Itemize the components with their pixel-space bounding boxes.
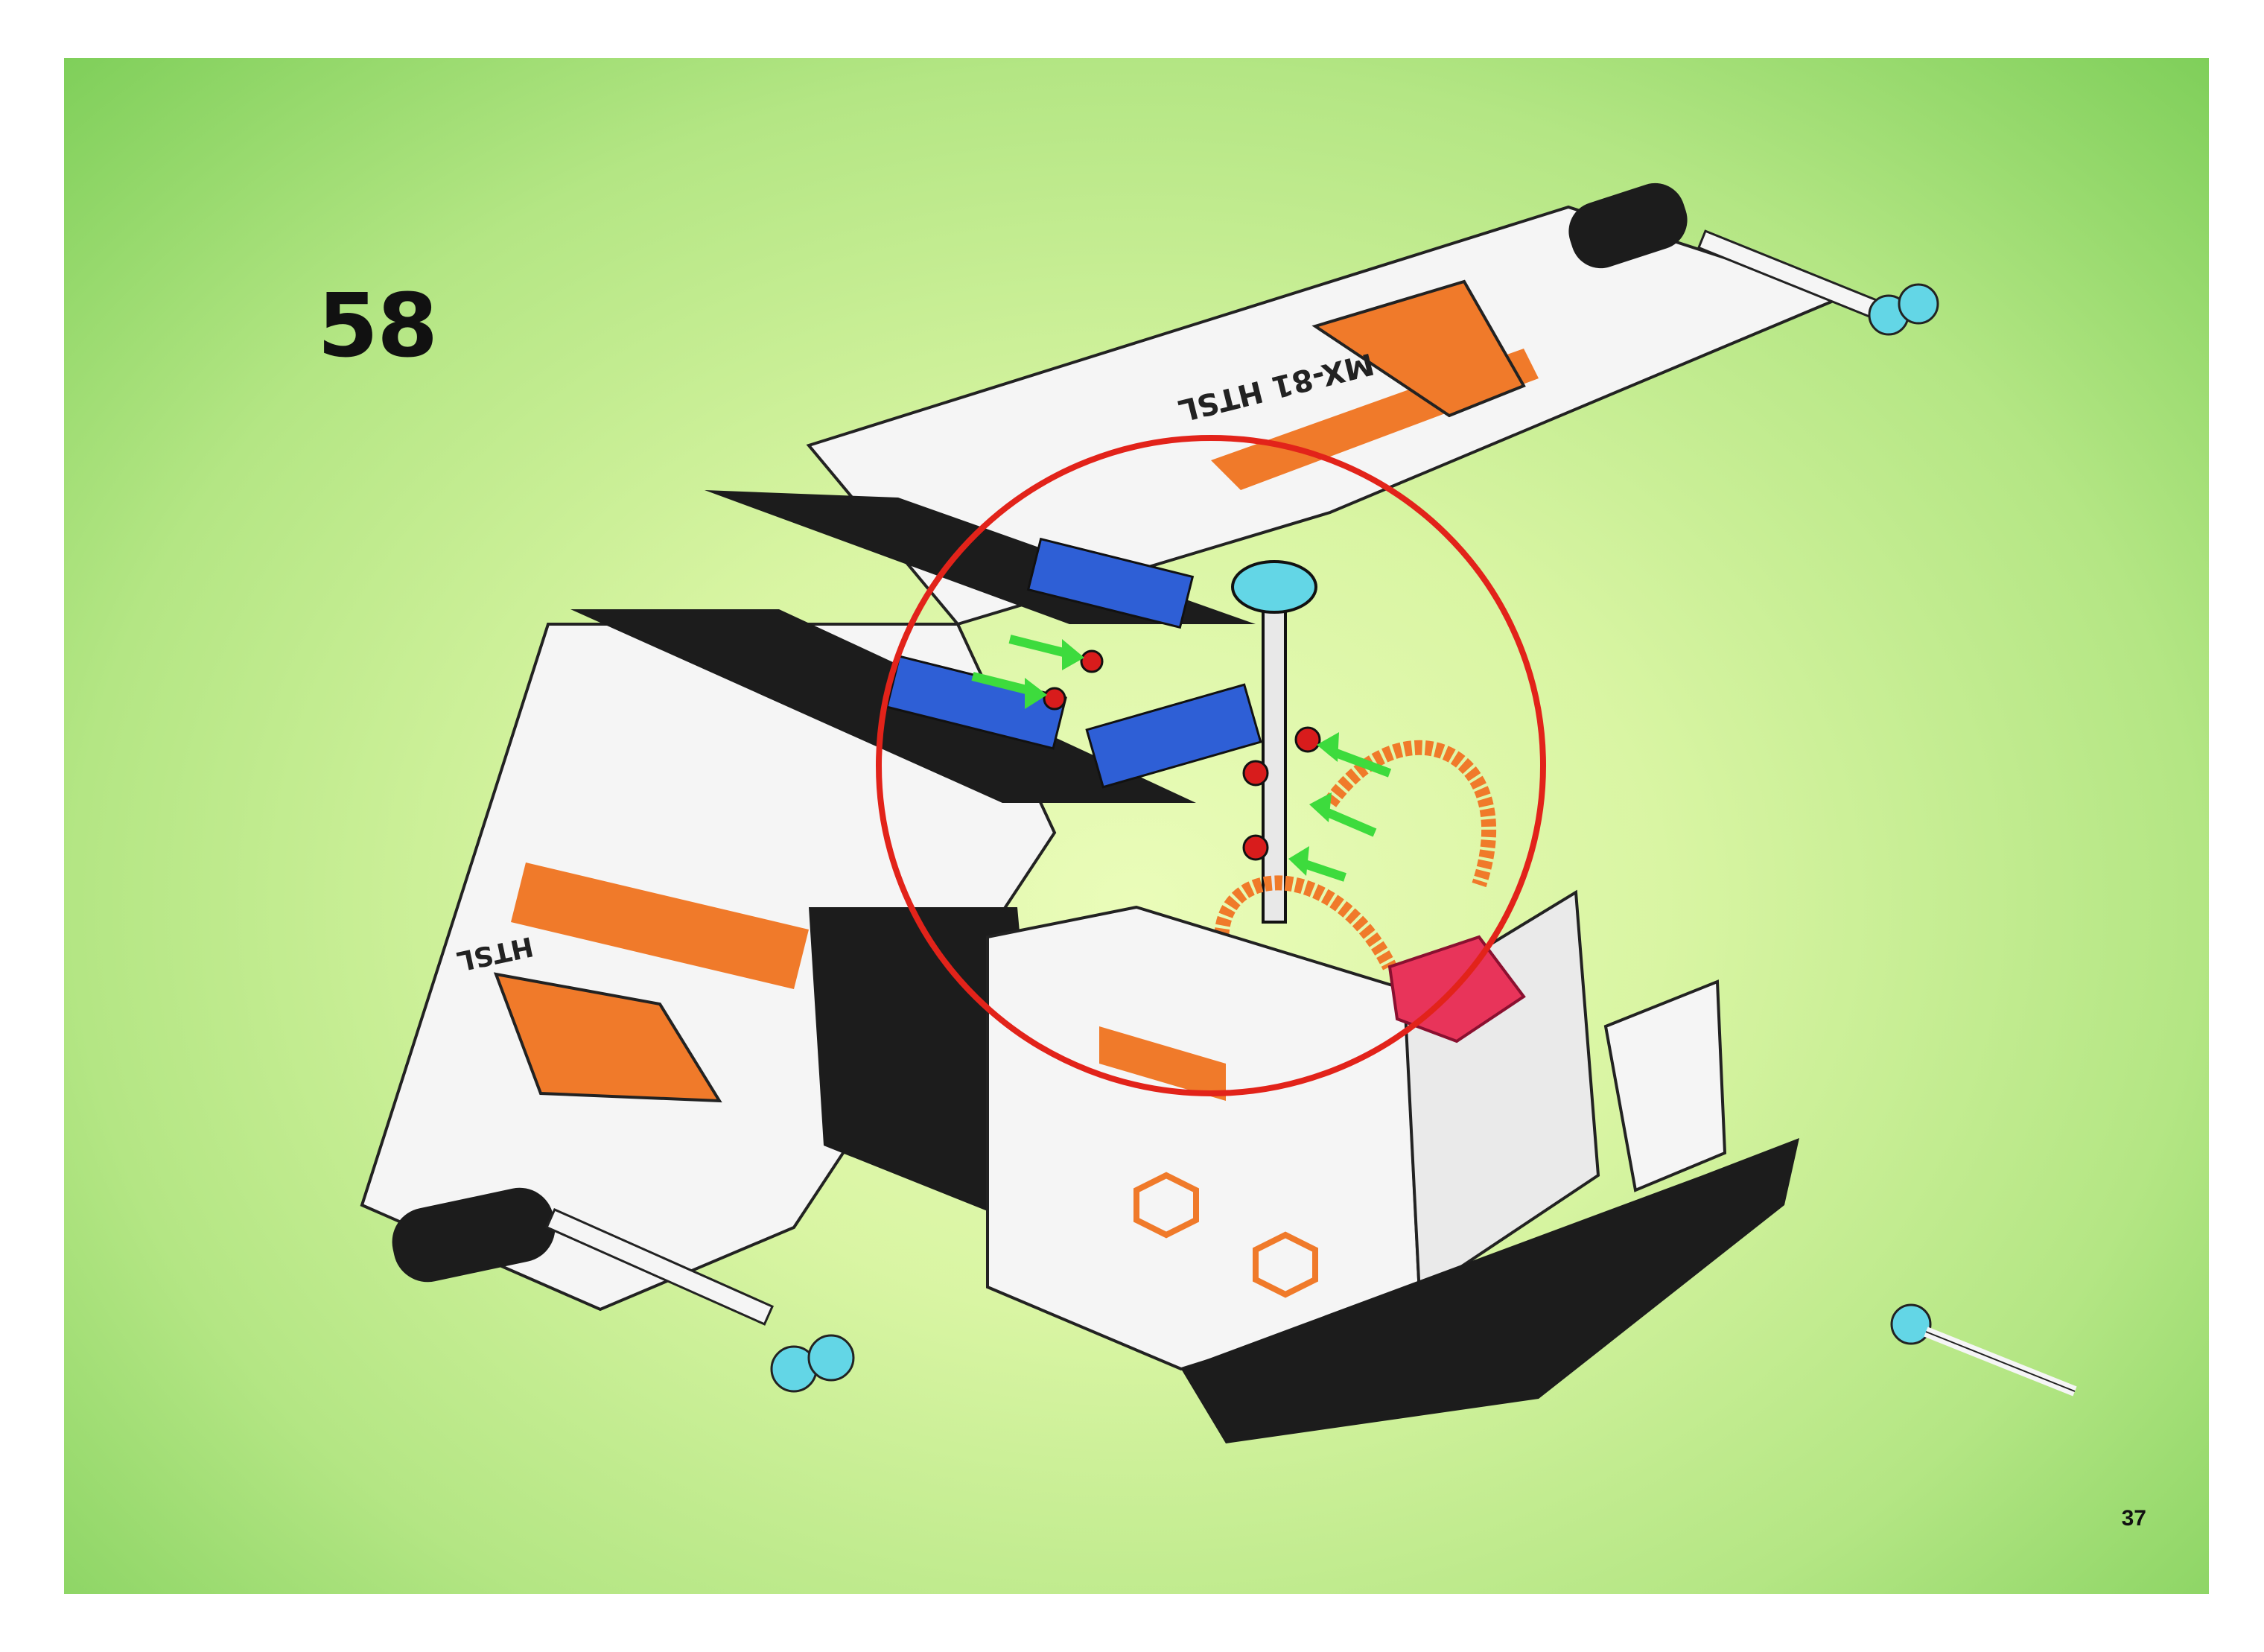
nose-thruster [1892, 1305, 1930, 1344]
red-connector-5 [1044, 688, 1065, 709]
page-number: 37 [2122, 1506, 2146, 1531]
upper-wing-thruster-right [1899, 285, 1938, 323]
red-connector-1 [1296, 728, 1320, 752]
mast-top-cap [1233, 562, 1316, 612]
nose-antenna-outline [1926, 1332, 2075, 1391]
rear-fin [1606, 982, 1725, 1190]
assembly-arrow-4-head [1309, 792, 1332, 822]
instruction-page: MX-81 HTSL HTSL [64, 58, 2209, 1594]
lower-wing-thruster-right [809, 1335, 853, 1380]
assembly-arrow-4 [1323, 810, 1375, 833]
assembly-arrow-5-head [1288, 846, 1309, 876]
blue-brick-center [1087, 684, 1261, 787]
orange-hose-1 [1330, 748, 1489, 885]
step-number: 58 [317, 282, 436, 369]
red-connector-3 [1244, 836, 1268, 860]
red-connector-4 [1081, 651, 1102, 672]
central-mast [1263, 609, 1285, 922]
assembly-arrow-1-head [1062, 639, 1084, 670]
assembly-arrow-1 [1010, 639, 1069, 654]
red-connector-2 [1244, 761, 1268, 785]
fuselage-body [988, 907, 1419, 1369]
